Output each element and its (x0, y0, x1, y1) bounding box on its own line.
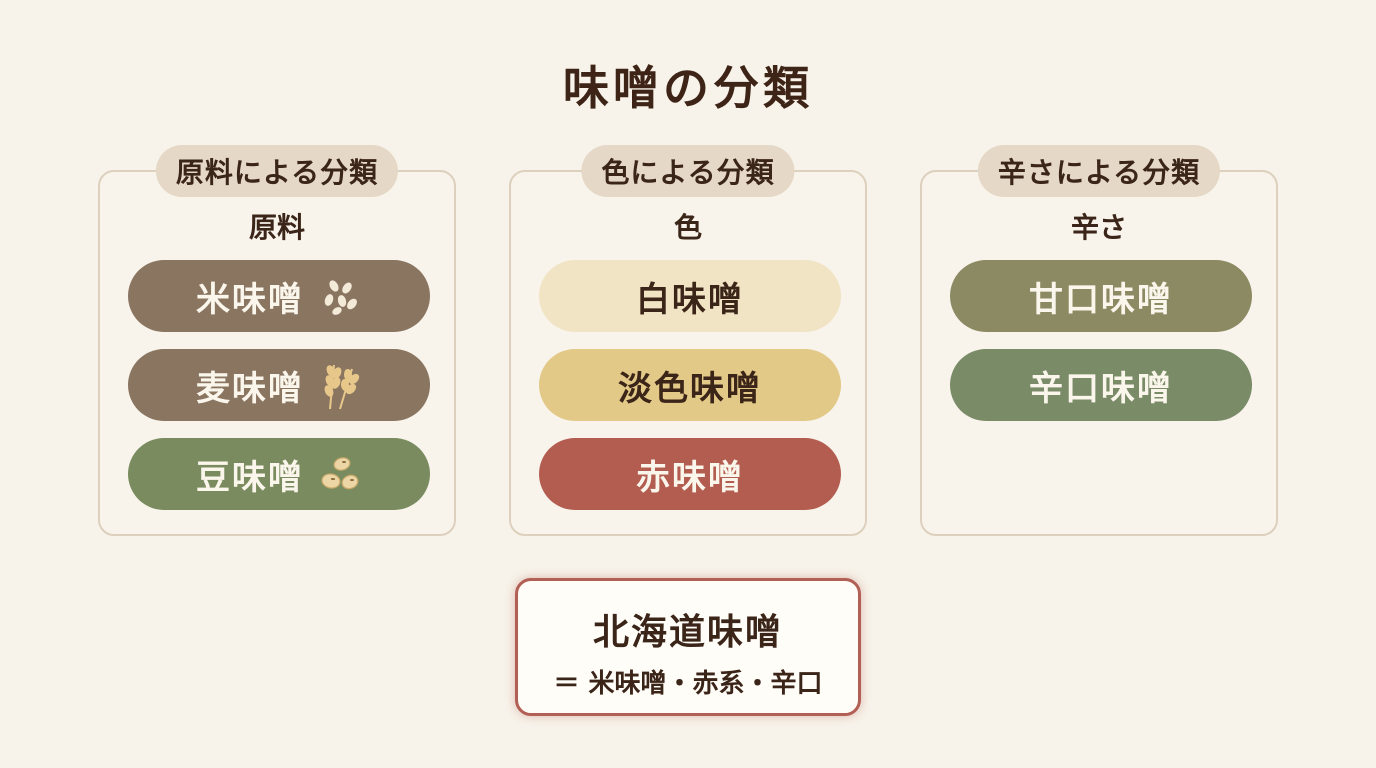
example-description: ＝ 米味噌・赤系・辛口 (553, 669, 823, 699)
panel-subtitle-color: 色 (673, 211, 702, 244)
example-title: 北海道味噌 (592, 612, 783, 653)
panel-saltiness: 辛さによる分類 辛さ 甘口味噌 辛口味噌 (920, 145, 1278, 536)
panel-subtitle-ingredient: 原料 (248, 211, 305, 244)
pill-aka-miso: 赤味噌 (539, 438, 841, 510)
pill-label: 淡色味噌 (618, 368, 762, 409)
pill-label: 白味噌 (636, 279, 744, 320)
panel-color: 色による分類 色 白味噌 淡色味噌 赤味噌 (509, 145, 867, 536)
rice-grains-icon (318, 272, 362, 320)
pill-label: 赤味噌 (636, 457, 744, 498)
pill-label: 甘口味噌 (1029, 279, 1173, 320)
pill-label: 麦味噌 (196, 368, 304, 409)
panel-tag-saltiness: 辛さによる分類 (977, 145, 1221, 197)
pill-shiro-miso: 白味噌 (539, 260, 841, 332)
pill-tanshoku-miso: 淡色味噌 (539, 349, 841, 421)
soybeans-icon (318, 450, 362, 498)
panel-tag-ingredient: 原料による分類 (155, 145, 399, 197)
panel-ingredient: 原料による分類 原料 米味噌 麦味噌 (98, 145, 456, 536)
panel-tag-color: 色による分類 (581, 145, 795, 197)
pill-amakuchi-miso: 甘口味噌 (950, 260, 1252, 332)
pill-mugi-miso: 麦味噌 (128, 349, 430, 421)
pill-mame-miso: 豆味噌 (128, 438, 430, 510)
wheat-icon (318, 361, 362, 410)
panel-subtitle-saltiness: 辛さ (1070, 211, 1127, 244)
pill-karakuchi-miso: 辛口味噌 (950, 349, 1252, 421)
pill-label: 豆味噌 (196, 457, 304, 498)
pill-kome-miso: 米味噌 (128, 260, 430, 332)
pill-label: 米味噌 (196, 279, 304, 320)
page-title: 味噌の分類 (563, 61, 813, 115)
pill-label: 辛口味噌 (1029, 368, 1173, 409)
example-box-hokkaido-miso: 北海道味噌 ＝ 米味噌・赤系・辛口 (515, 578, 861, 716)
